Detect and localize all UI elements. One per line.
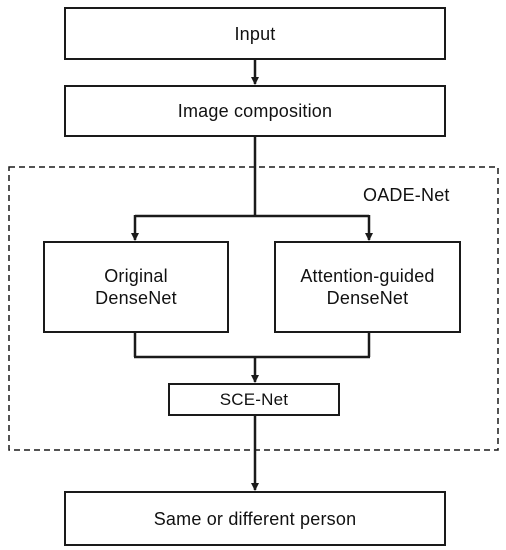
sce-net-label: SCE-Net xyxy=(219,389,289,409)
attention-densenet-label: Attention-guided DenseNet xyxy=(300,266,435,308)
original-densenet-label: Original DenseNet xyxy=(95,266,177,308)
output-label: Same or different person xyxy=(153,508,357,529)
attention-densenet-box: Attention-guided DenseNet xyxy=(274,241,461,333)
image-composition-label: Image composition xyxy=(177,101,333,121)
input-box: Input xyxy=(64,7,446,60)
sce-net-box: SCE-Net xyxy=(168,383,340,416)
image-composition-box: Image composition xyxy=(64,85,446,137)
original-densenet-box: Original DenseNet xyxy=(43,241,229,333)
input-label: Input xyxy=(234,23,276,44)
oade-net-group-border xyxy=(8,166,499,451)
output-box: Same or different person xyxy=(64,491,446,546)
oade-net-label: OADE-Net xyxy=(363,185,450,205)
